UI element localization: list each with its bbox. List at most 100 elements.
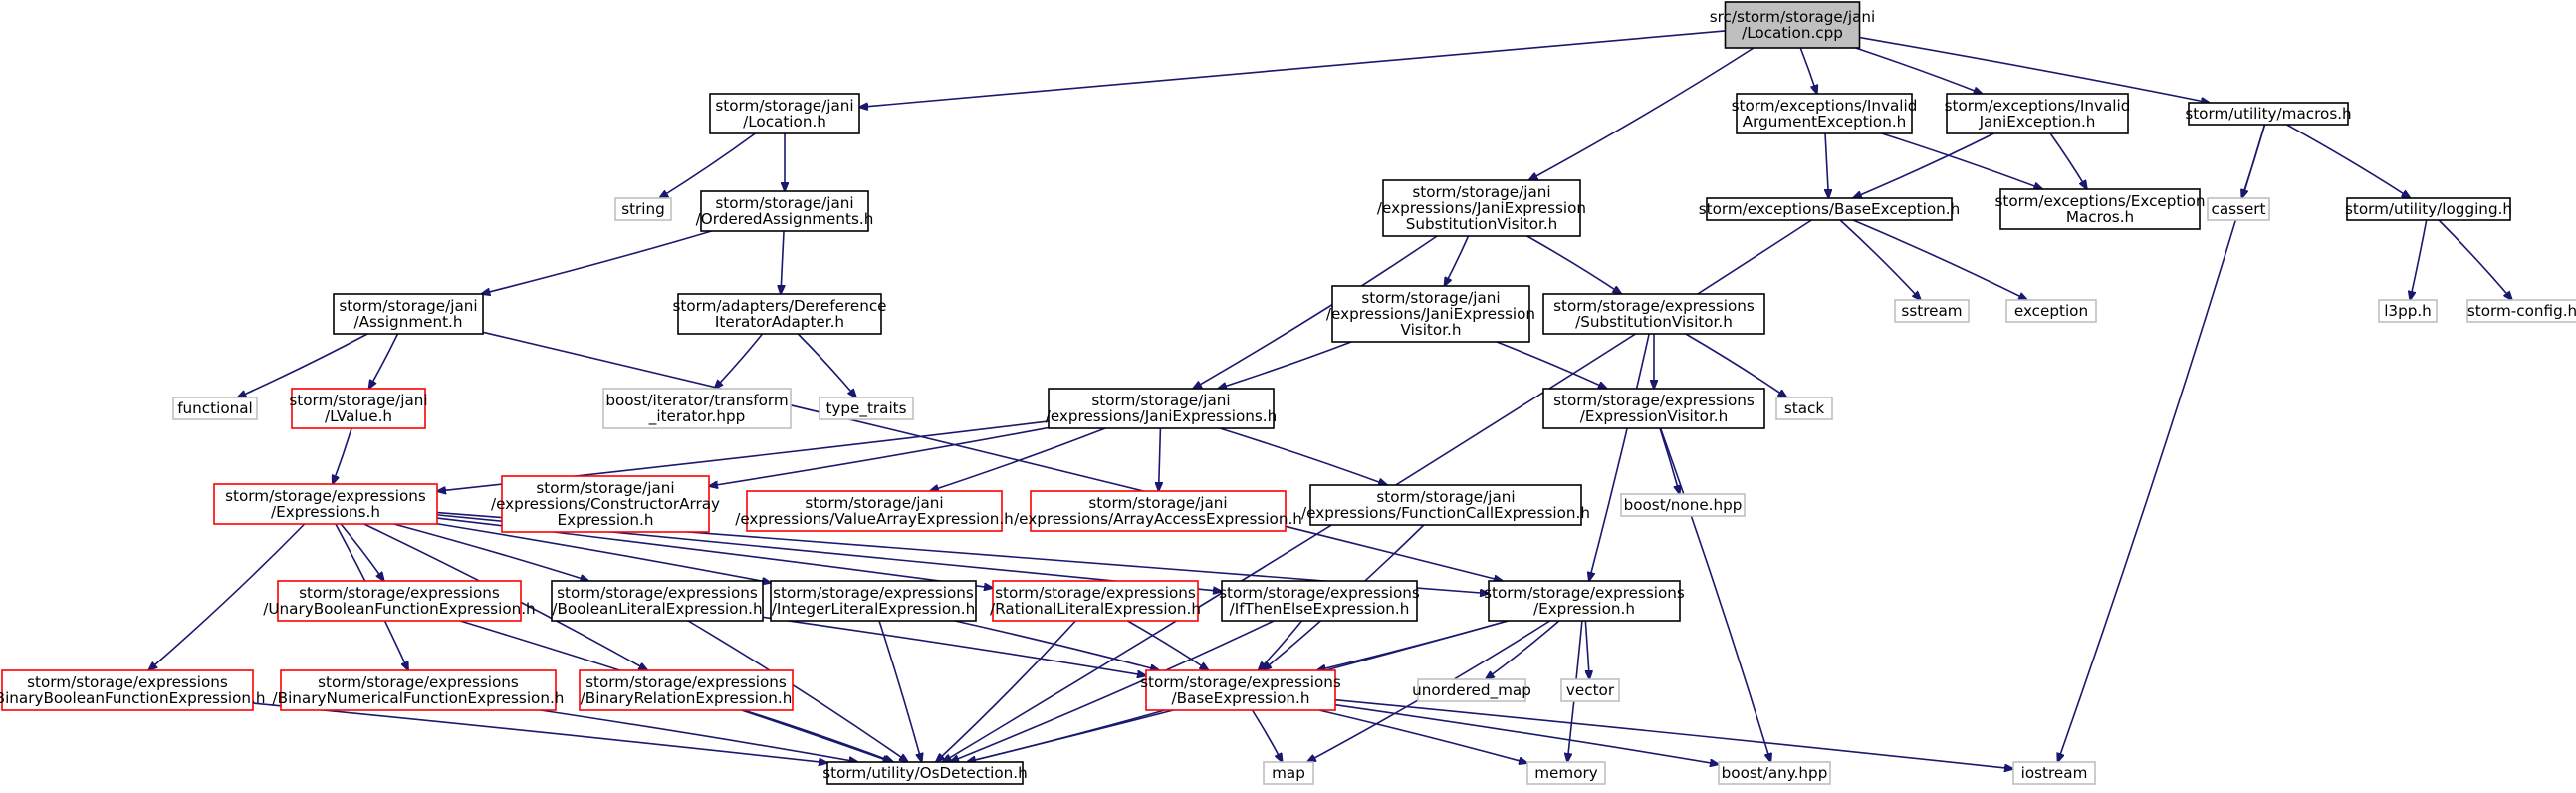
- node-box: [826, 761, 1024, 785]
- edge-jani_expressions-to-value_array: [930, 427, 1106, 491]
- node-label-line: functional: [177, 399, 253, 417]
- node-box: [677, 293, 882, 335]
- node-label-line: /BinaryRelationExpression.h: [581, 689, 793, 707]
- node-label-line: /expressions/ConstructorArray: [491, 495, 720, 513]
- node-label-line: /Assignment.h: [354, 313, 463, 331]
- node-box: [1706, 197, 1953, 221]
- edge-base_exception-to-sstream: [1839, 219, 1921, 300]
- node-value-array[interactable]: storm/storage/jani/expressions/ValueArra…: [735, 490, 1014, 532]
- node-ite-expr[interactable]: storm/storage/expressions/IfThenElseExpr…: [1219, 580, 1420, 622]
- node-label-line: storm/storage/jani: [1091, 392, 1230, 409]
- node-base-exception[interactable]: storm/exceptions/BaseException.h: [1699, 197, 1960, 221]
- node-label-line: /SubstitutionVisitor.h: [1575, 313, 1733, 331]
- node-constructor-array[interactable]: storm/storage/jani/expressions/Construct…: [491, 475, 720, 533]
- node-jani-expressions[interactable]: storm/storage/jani/expressions/JaniExpre…: [1046, 388, 1278, 429]
- edge-root-to-jani_subst_visitor: [1528, 47, 1755, 180]
- edge-jani_expressions-to-array_access: [1159, 427, 1161, 491]
- node-binary-bool-fn[interactable]: storm/storage/expressions/BinaryBooleanF…: [0, 669, 265, 711]
- node-storm-config: storm-config.h: [2466, 299, 2576, 323]
- node-label-line: storm/storage/jani: [289, 392, 427, 409]
- node-label-line: /BooleanLiteralExpression.h: [552, 600, 762, 618]
- node-box: [579, 669, 794, 711]
- node-label-line: Macros.h: [2066, 208, 2134, 226]
- node-expressions-h[interactable]: storm/storage/expressions/Expressions.h: [213, 483, 438, 525]
- node-label-line: /UnaryBooleanFunctionExpression.h: [263, 600, 535, 618]
- node-box: [1331, 285, 1530, 343]
- node-stack: stack: [1775, 396, 1833, 420]
- node-deref-iter[interactable]: storm/adapters/DereferenceIteratorAdapte…: [672, 293, 887, 335]
- edge-int_literal-to-os_detection: [878, 620, 922, 762]
- node-label-line: _iterator.hpp: [648, 407, 746, 426]
- node-box: [1488, 580, 1681, 622]
- node-box: [1542, 388, 1765, 429]
- node-label-line: storm/utility/macros.h: [2185, 105, 2351, 123]
- node-iostream: iostream: [2012, 761, 2096, 785]
- node-box: [770, 580, 977, 622]
- node-label-line: storm/storage/expressions: [995, 584, 1196, 602]
- node-int-literal[interactable]: storm/storage/expressions/IntegerLiteral…: [770, 580, 977, 622]
- node-box: [1048, 388, 1275, 429]
- node-jani-location[interactable]: storm/storage/jani/Location.h: [709, 93, 860, 134]
- node-jani-expr-visitor[interactable]: storm/storage/jani/expressions/JaniExpre…: [1326, 285, 1535, 343]
- node-lvalue[interactable]: storm/storage/jani/LValue.h: [289, 388, 428, 429]
- node-assignment[interactable]: storm/storage/jani/Assignment.h: [333, 293, 484, 335]
- node-label-line: JaniException.h: [1979, 113, 2096, 131]
- node-box: [1620, 493, 1746, 517]
- node-box: [746, 490, 1003, 532]
- node-sstream: sstream: [1894, 299, 1970, 323]
- node-logging[interactable]: storm/utility/logging.h: [2345, 197, 2512, 221]
- node-label-line: /expressions/FunctionCallExpression.h: [1301, 504, 1590, 522]
- edge-jani_subst_visitor-to-jani_expr_visitor: [1444, 235, 1470, 286]
- node-memory: memory: [1526, 761, 1606, 785]
- node-expression-h[interactable]: storm/storage/expressions/Expression.h: [1484, 580, 1685, 622]
- node-label-line: storm/storage/jani: [805, 494, 943, 512]
- node-function-call[interactable]: storm/storage/jani/expressions/FunctionC…: [1301, 484, 1590, 526]
- edge-base_expression-to-memory: [1318, 709, 1527, 763]
- edge-jani_expressions-to-constructor_array: [709, 426, 1050, 486]
- node-root[interactable]: src/storm/storage/jani/Location.cpp: [1710, 1, 1876, 49]
- edge-expressions_h-to-bool_literal: [393, 523, 589, 581]
- node-type-traits: type_traits: [819, 396, 914, 420]
- edge-logging-to-l3pp: [2410, 219, 2428, 300]
- node-ordered-assignments[interactable]: storm/storage/jani/OrderedAssignments.h: [696, 190, 874, 232]
- node-label-line: unordered_map: [1412, 681, 1531, 700]
- node-unary-bool-fn[interactable]: storm/storage/expressions/UnaryBooleanFu…: [263, 580, 536, 622]
- node-box: [2346, 197, 2511, 221]
- node-os-detection[interactable]: storm/utility/OsDetection.h: [822, 761, 1028, 785]
- node-array-access[interactable]: storm/storage/jani/expressions/ArrayAcce…: [1014, 490, 1302, 532]
- node-rational-literal[interactable]: storm/storage/expressions/RationalLitera…: [990, 580, 1201, 622]
- node-macros[interactable]: storm/utility/macros.h: [2185, 102, 2352, 126]
- edge-lvalue-to-expressions_h: [333, 427, 352, 484]
- node-jani-subst-visitor[interactable]: storm/storage/jani/expressions/JaniExpre…: [1377, 179, 1586, 237]
- node-box: [1263, 761, 1314, 785]
- node-label-line: storm/storage/jani: [1088, 494, 1227, 512]
- node-binary-relation[interactable]: storm/storage/expressions/BinaryRelation…: [579, 669, 794, 711]
- node-bool-literal[interactable]: storm/storage/expressions/BooleanLiteral…: [551, 580, 764, 622]
- node-base-expression[interactable]: storm/storage/expressions/BaseExpression…: [1140, 669, 1341, 711]
- node-label-line: storm/storage/jani: [715, 194, 853, 212]
- node-label-line: /Expression.h: [1533, 600, 1635, 618]
- node-binary-num-fn[interactable]: storm/storage/expressions/BinaryNumerica…: [273, 669, 565, 711]
- edge-jani_subst_visitor-to-jani_expressions: [1193, 235, 1438, 389]
- node-label-line: memory: [1534, 764, 1597, 782]
- node-label-line: Visitor.h: [1401, 321, 1462, 339]
- node-label-line: storm/storage/expressions: [773, 584, 974, 602]
- node-invalid-arg[interactable]: storm/exceptions/InvalidArgumentExceptio…: [1732, 93, 1918, 134]
- node-label-line: /expressions/JaniExpression: [1377, 199, 1586, 217]
- edges-layer: [148, 30, 2512, 769]
- node-box: [172, 396, 258, 420]
- node-label-line: /BinaryBooleanFunctionExpression.h: [0, 689, 265, 707]
- edge-rational_literal-to-os_detection: [936, 620, 1076, 762]
- edge-assignment-to-functional: [237, 333, 368, 397]
- node-subst-visitor[interactable]: storm/storage/expressions/SubstitutionVi…: [1542, 293, 1765, 335]
- edge-root-to-jani_location: [859, 30, 1726, 107]
- node-label-line: storm/storage/jani: [1376, 488, 1515, 506]
- node-box: [1724, 1, 1861, 49]
- node-expr-visitor[interactable]: storm/storage/expressions/ExpressionVisi…: [1542, 388, 1765, 429]
- edge-base_expression-to-boost_any: [1334, 703, 1719, 765]
- node-label-line: /Location.cpp: [1742, 24, 1843, 42]
- edge-ite_expr-to-os_detection: [950, 620, 1275, 762]
- node-box: [1309, 484, 1582, 526]
